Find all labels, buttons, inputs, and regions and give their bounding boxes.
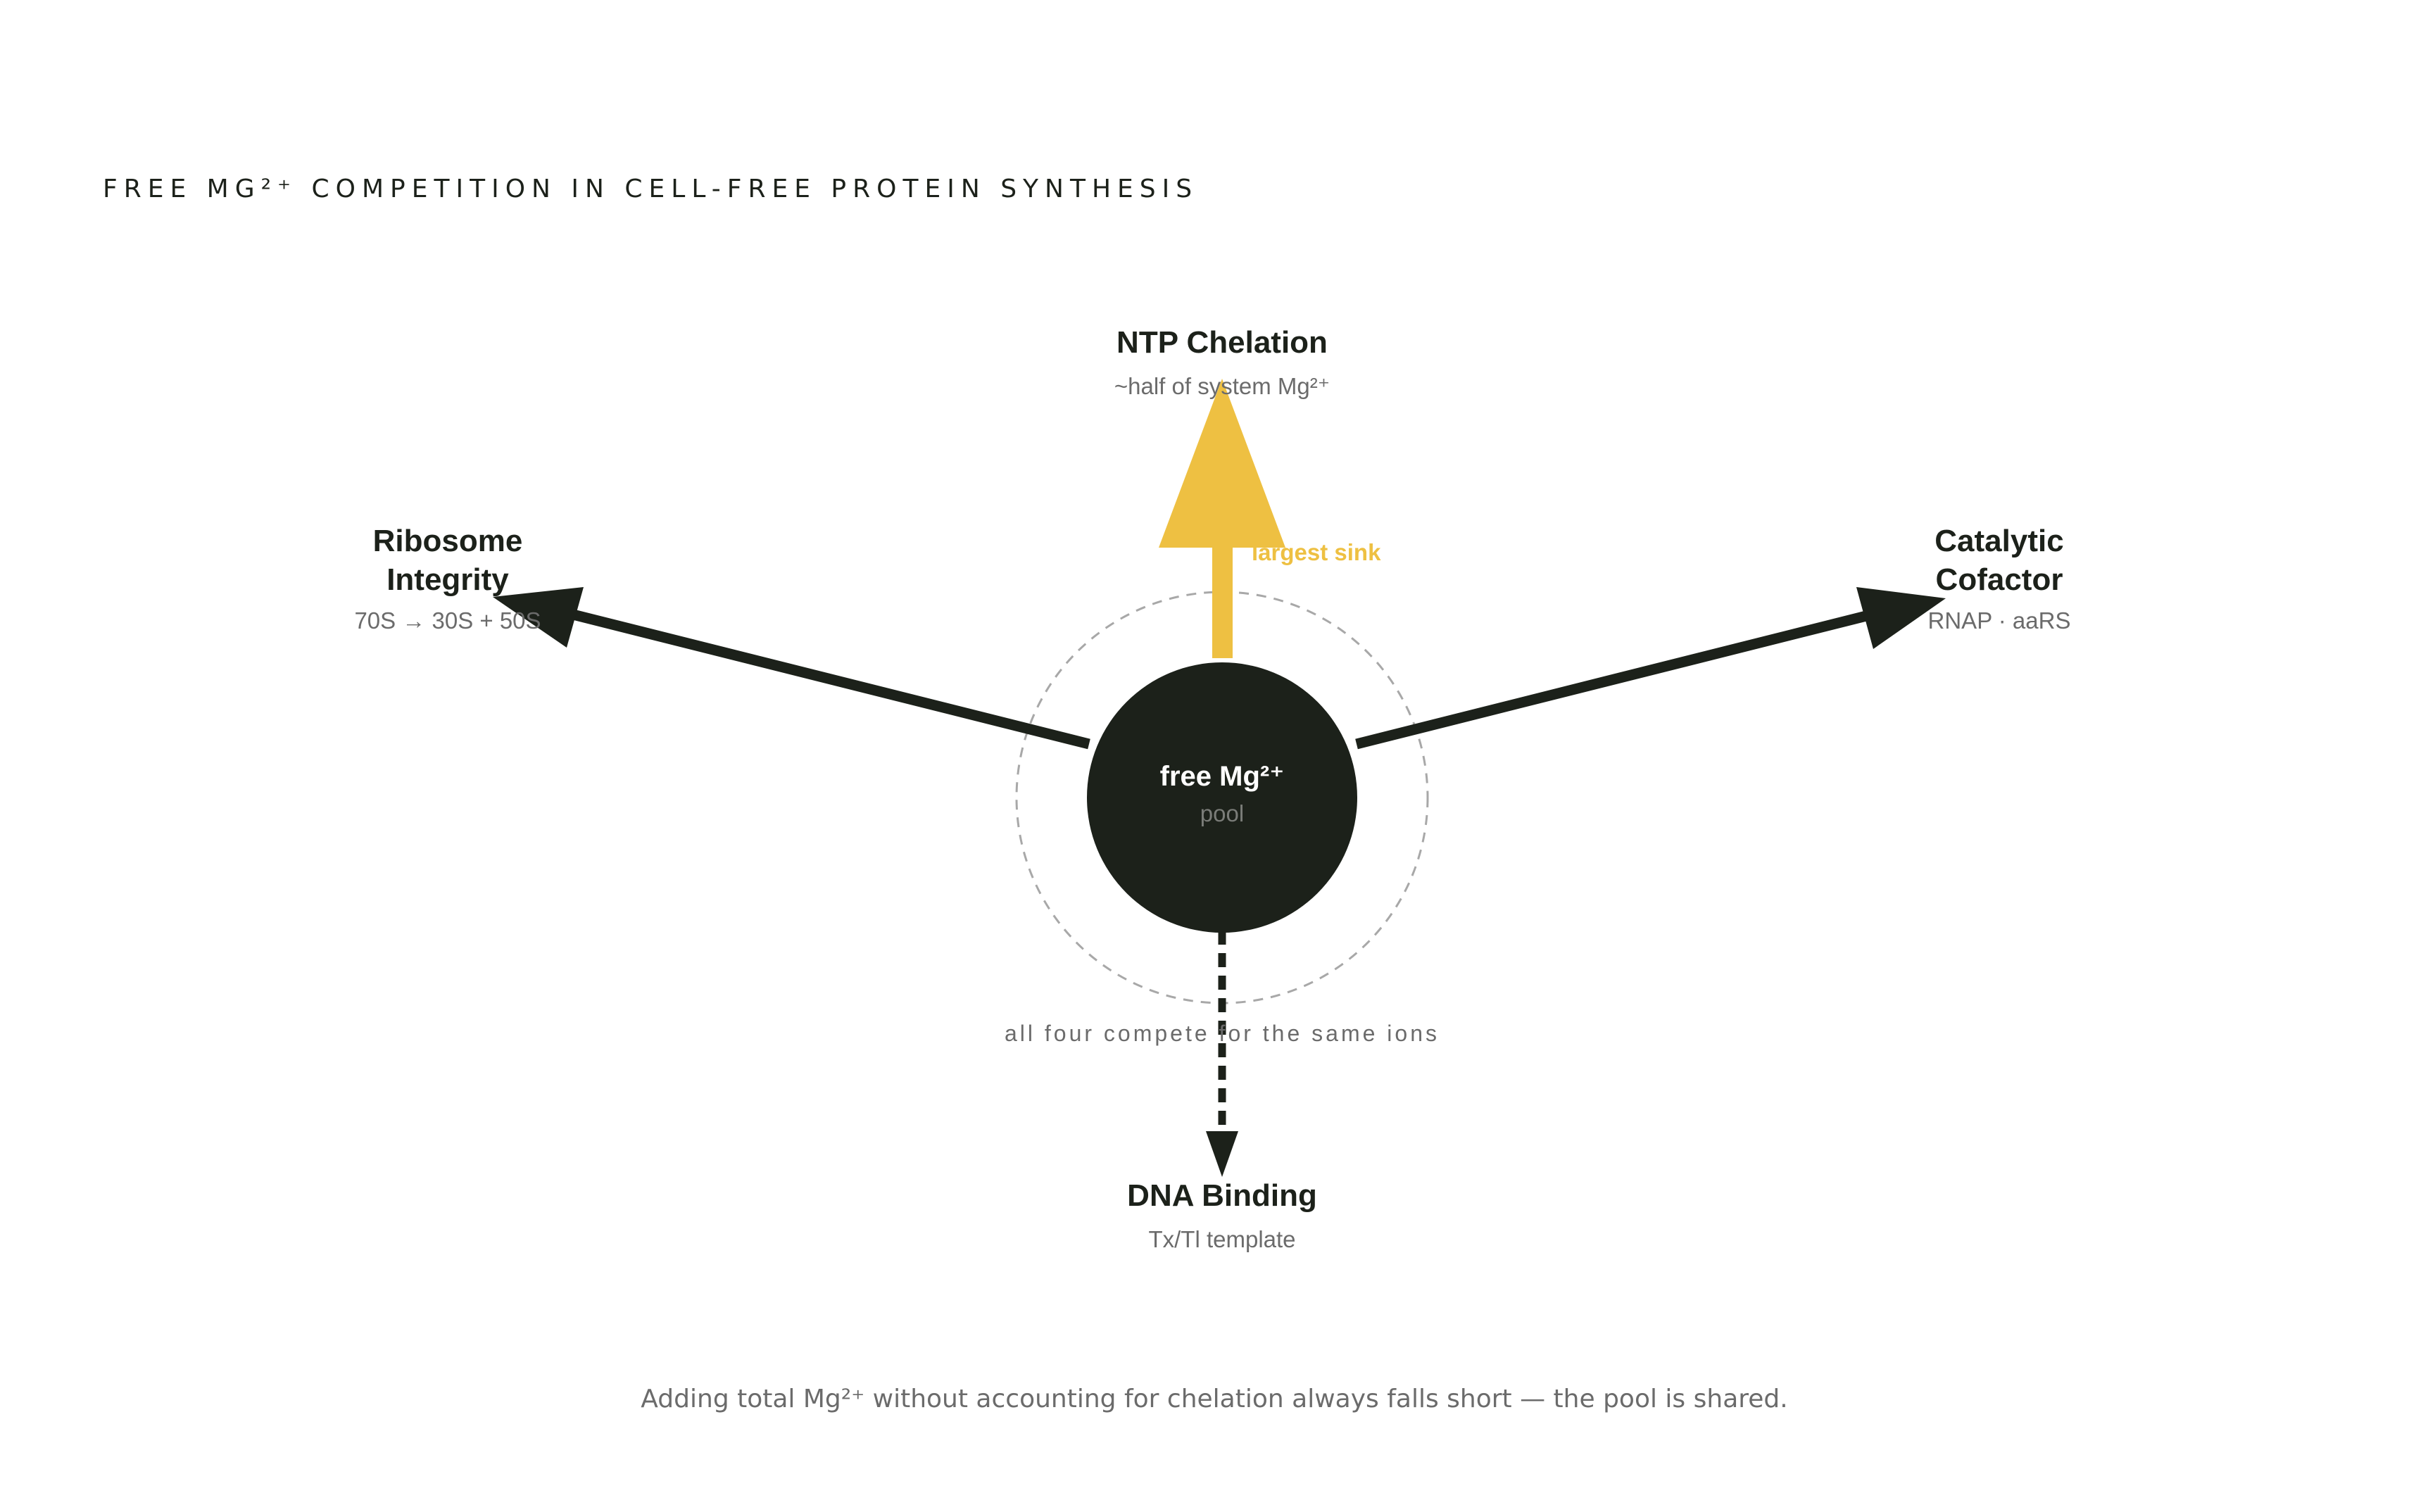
ntp-chelation-title: NTP Chelation bbox=[1116, 325, 1328, 360]
center-subtitle: pool bbox=[1200, 800, 1244, 826]
dna-binding-title: DNA Binding bbox=[1127, 1178, 1317, 1213]
arrow-dna-binding bbox=[1206, 931, 1238, 1177]
compete-note: all four compete for the same ions bbox=[1005, 1021, 1440, 1046]
center-title: free Mg²⁺ bbox=[1160, 761, 1285, 792]
ntp-chelation-subtitle: ~half of system Mg²⁺ bbox=[1114, 373, 1330, 399]
arrow-dna-head bbox=[1206, 1131, 1238, 1177]
arrow-catalytic-cofactor bbox=[1355, 587, 1946, 750]
page-title: FREE MG²⁺ COMPETITION IN CELL-FREE PROTE… bbox=[103, 175, 1198, 203]
arrow-ntp-head bbox=[1159, 379, 1285, 548]
ribosome-integrity-title-line2: Integrity bbox=[386, 562, 509, 597]
arrow-catalytic-shaft bbox=[1355, 605, 1890, 750]
arrow-ntp-chelation bbox=[1159, 379, 1285, 658]
footer-note: Adding total Mg²⁺ without accounting for… bbox=[641, 1385, 1787, 1413]
ribosome-integrity-subtitle: 70S → 30S + 50S bbox=[354, 607, 541, 634]
largest-sink-label: largest sink bbox=[1252, 539, 1381, 565]
arrow-catalytic-head bbox=[1856, 587, 1946, 649]
arrow-ribosome-shaft bbox=[555, 605, 1090, 750]
catalytic-cofactor-title-line2: Cofactor bbox=[1936, 562, 2063, 597]
free-mg-pool-node bbox=[1087, 662, 1357, 933]
dna-binding-subtitle: Tx/Tl template bbox=[1148, 1226, 1295, 1252]
arrow-ribosome-integrity bbox=[493, 587, 1090, 750]
catalytic-cofactor-title-line1: Catalytic bbox=[1934, 524, 2063, 558]
arrow-ribosome-head bbox=[493, 587, 584, 648]
ribosome-integrity-title-line1: Ribosome bbox=[373, 524, 523, 558]
catalytic-cofactor-subtitle: RNAP · aaRS bbox=[1928, 607, 2071, 634]
arrow-ntp-shaft bbox=[1212, 535, 1233, 658]
